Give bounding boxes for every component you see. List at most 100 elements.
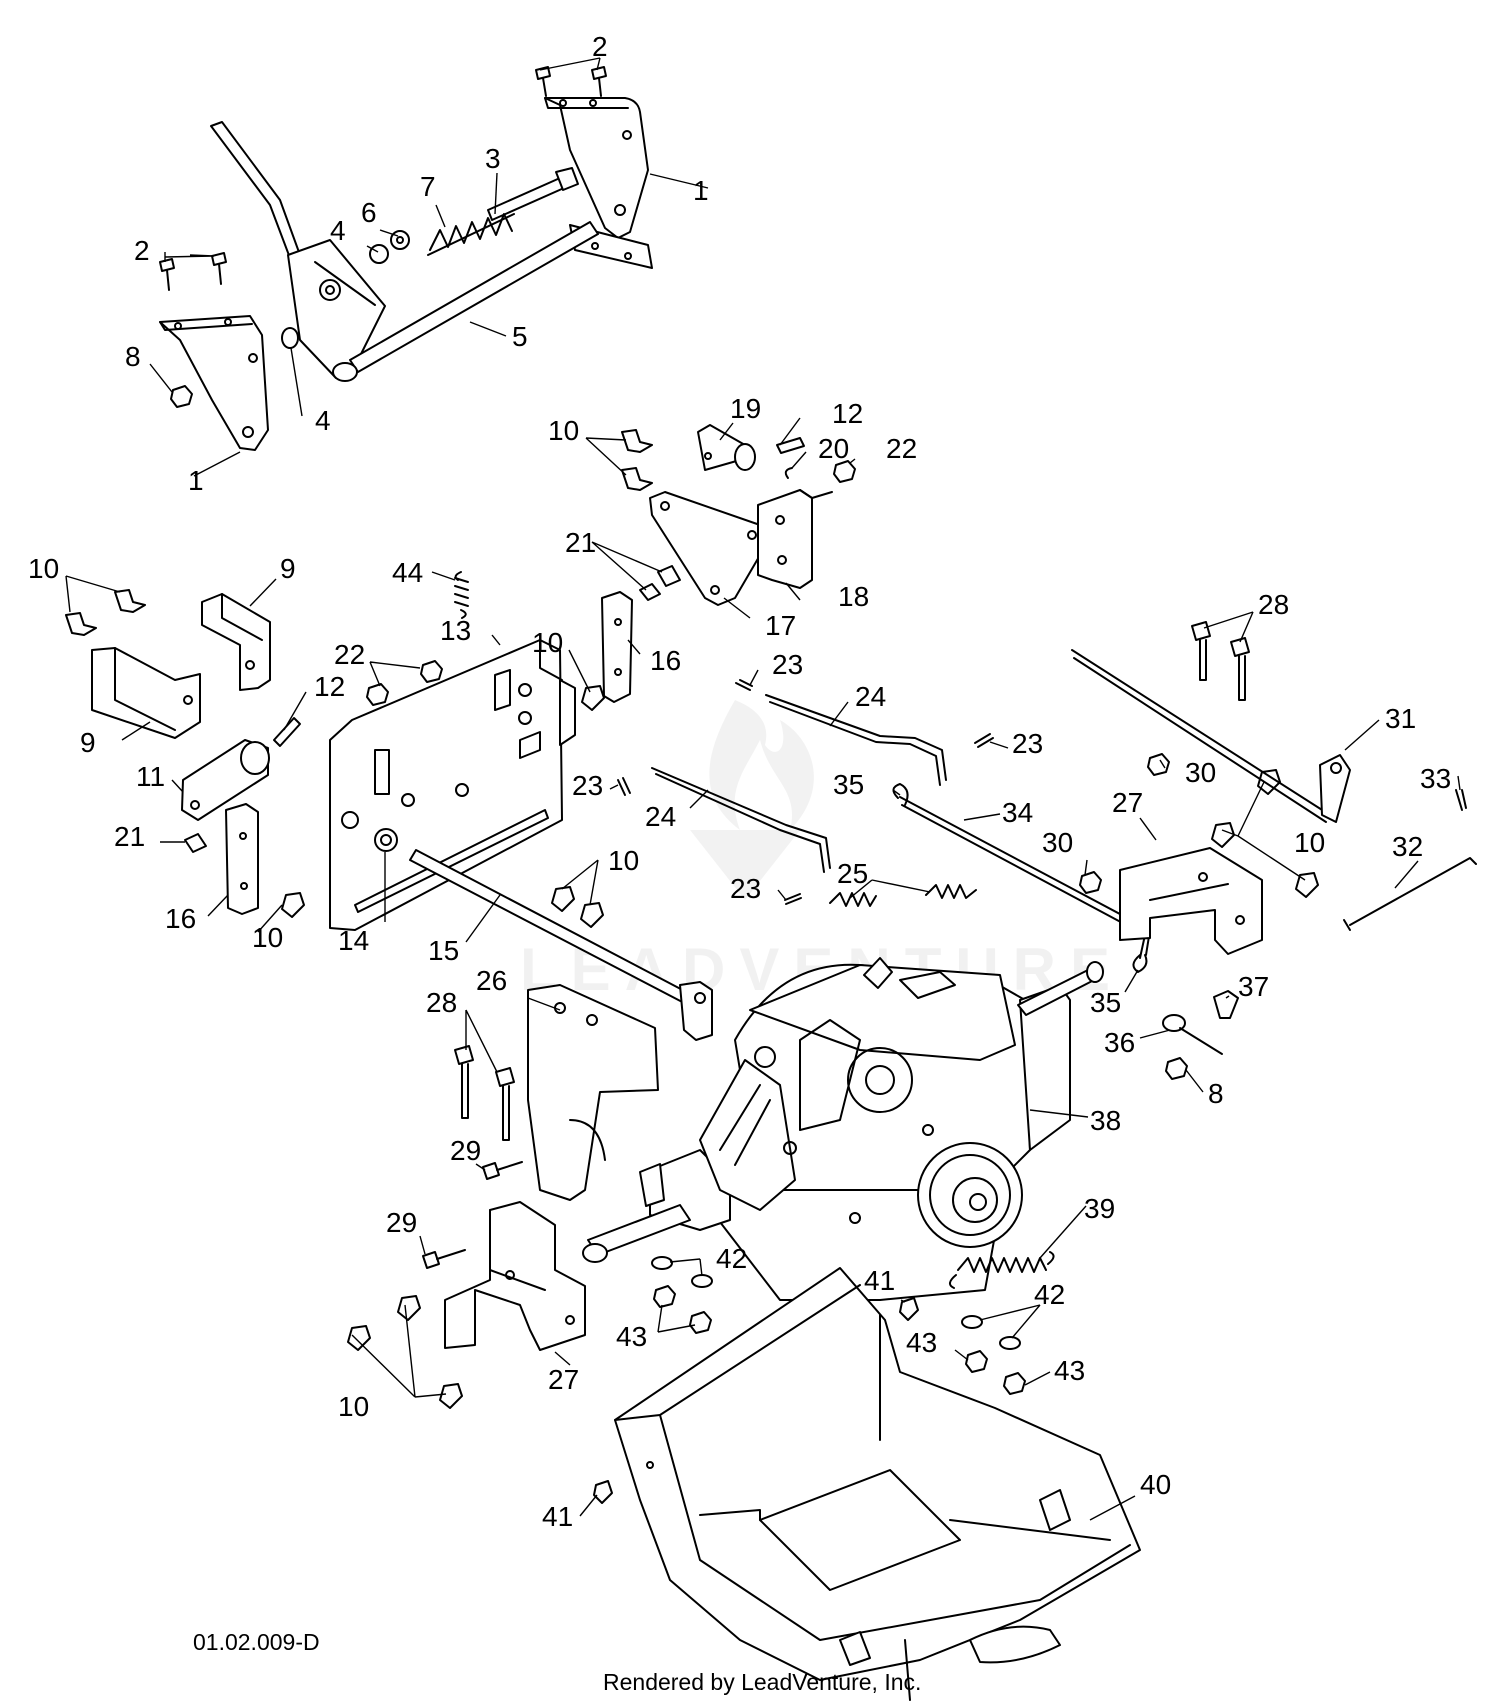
callout-33: 33: [1420, 763, 1451, 794]
part-12-pin-b: [273, 717, 301, 747]
callout-23: 23: [572, 770, 603, 801]
part-25-springs: [829, 884, 977, 907]
callout-23: 23: [1012, 728, 1043, 759]
callout-10: 10: [548, 415, 579, 446]
part-27-left-bracket: [444, 1201, 586, 1351]
part-44-spring: [454, 571, 469, 619]
callout-30: 30: [1042, 827, 1073, 858]
part-21-spacer-a: [639, 583, 661, 601]
callout-16: 16: [165, 903, 196, 934]
callout-14: 14: [338, 925, 369, 956]
part-3-bolt: [487, 167, 579, 221]
part-39-spring: [949, 1251, 1055, 1289]
callout-2: 2: [592, 31, 608, 62]
callout-23: 23: [772, 649, 803, 680]
part-41-screw-b: [593, 1480, 613, 1504]
part-2-screws-top: [535, 66, 607, 97]
callout-31: 31: [1385, 703, 1416, 734]
callout-41: 41: [542, 1501, 573, 1532]
part-33-pin: [1455, 789, 1467, 811]
callout-30: 30: [1185, 757, 1216, 788]
part-22-nut-a: [833, 460, 856, 483]
callout-38: 38: [1090, 1105, 1121, 1136]
callout-17: 17: [765, 610, 796, 641]
part-22-nut-c: [420, 660, 443, 683]
callout-10: 10: [28, 553, 59, 584]
callout-24: 24: [645, 801, 676, 832]
part-4-washer-a: [369, 244, 389, 264]
callout-19: 19: [730, 393, 761, 424]
drawing-code: 01.02.009-D: [193, 1629, 320, 1655]
callout-28: 28: [426, 987, 457, 1018]
callout-34: 34: [1002, 797, 1033, 828]
part-42-washer-b: [691, 1274, 713, 1288]
callout-13: 13: [440, 615, 471, 646]
part-35-clip-a: [892, 783, 909, 806]
part-26-bracket: [527, 984, 659, 1201]
callout-21: 21: [114, 821, 145, 852]
part-23-pin-b: [974, 733, 994, 748]
part-30-nut-a: [1147, 753, 1170, 776]
callout-29: 29: [450, 1135, 481, 1166]
callout-39: 39: [1084, 1193, 1115, 1224]
part-27-right-bracket: [1119, 847, 1263, 955]
part-42-washer-c: [961, 1315, 983, 1329]
part-21-spacer-b: [657, 565, 681, 587]
part-7-spring: [427, 213, 515, 256]
part-43-nut-b: [689, 1311, 712, 1334]
part-30-nut-b: [1079, 871, 1102, 894]
part-2-screws-left: [159, 252, 227, 291]
callout-4: 4: [330, 215, 346, 246]
part-9-brackets: [91, 593, 271, 739]
part-18-bracket: [757, 489, 833, 589]
part-36-link: [1162, 1014, 1223, 1055]
callout-26: 26: [476, 965, 507, 996]
part-43-nut-d: [1003, 1372, 1026, 1395]
callout-8: 8: [1208, 1078, 1224, 1109]
callout-10: 10: [338, 1391, 369, 1422]
part-17-plate: [649, 491, 771, 606]
callout-28: 28: [1258, 589, 1289, 620]
callout-9: 9: [280, 553, 296, 584]
callout-10: 10: [252, 922, 283, 953]
callout-10: 10: [1294, 827, 1325, 858]
part-6-washer: [390, 230, 410, 250]
part-14-washer: [374, 828, 398, 852]
part-28-bolts-b: [454, 1045, 515, 1141]
part-28-bolts-a: [1191, 621, 1250, 701]
part-11-arm: [181, 739, 270, 821]
part-20-clip: [784, 467, 793, 479]
callout-4: 4: [315, 405, 331, 436]
callout-3: 3: [485, 143, 501, 174]
part-32-rod: [1343, 857, 1477, 931]
part-15-cross-shaft: [409, 849, 713, 1041]
callout-32: 32: [1392, 831, 1423, 862]
callout-43: 43: [616, 1321, 647, 1352]
part-37-fastener: [1213, 990, 1239, 1019]
callout-18: 18: [838, 581, 869, 612]
callout-40: 40: [1140, 1469, 1171, 1500]
callout-37: 37: [1238, 971, 1269, 1002]
callout-1: 1: [693, 175, 709, 206]
callout-43: 43: [906, 1327, 937, 1358]
part-43-nut-c: [965, 1350, 988, 1373]
callout-22: 22: [886, 433, 917, 464]
part-19-pivot: [697, 424, 756, 471]
callout-41: 41: [864, 1265, 895, 1296]
callout-12: 12: [314, 671, 345, 702]
callout-8: 8: [125, 341, 141, 372]
callout-35: 35: [1090, 987, 1121, 1018]
callout-44: 44: [392, 557, 423, 588]
part-1-left-bracket: [159, 315, 269, 451]
callout-27: 27: [548, 1364, 579, 1395]
part-8-nut-b: [1165, 1057, 1188, 1080]
part-22-nut-b: [366, 683, 389, 706]
part-5-shift-lever: [210, 121, 599, 382]
callout-23: 23: [730, 873, 761, 904]
part-43-nut-a: [653, 1285, 676, 1308]
part-21-spacer-c: [184, 833, 207, 853]
part-41-screw-a: [899, 1297, 919, 1321]
callout-35: 35: [833, 769, 864, 800]
callout-42: 42: [1034, 1279, 1065, 1310]
